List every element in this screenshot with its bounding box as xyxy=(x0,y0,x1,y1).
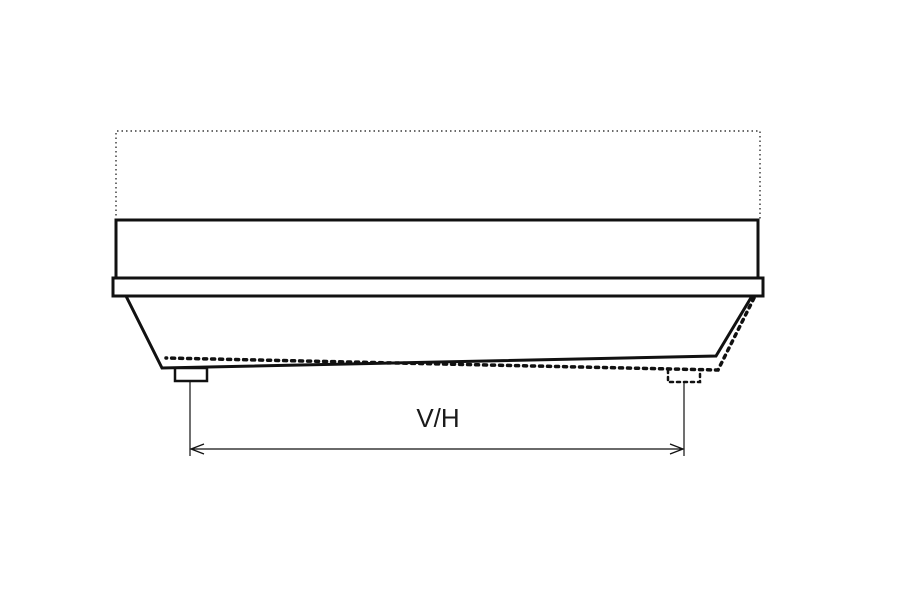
alternate-position-outline xyxy=(164,296,756,372)
dimension-label: V/H xyxy=(416,403,459,433)
right-arrow-head xyxy=(669,443,685,455)
upper-box xyxy=(114,218,760,280)
rim-band xyxy=(111,276,765,298)
extended-upper-outline xyxy=(115,130,761,220)
right-foot-dotted xyxy=(666,368,702,384)
left-foot xyxy=(173,366,209,383)
tapered-body xyxy=(123,294,755,370)
left-arrow-head xyxy=(189,443,205,455)
